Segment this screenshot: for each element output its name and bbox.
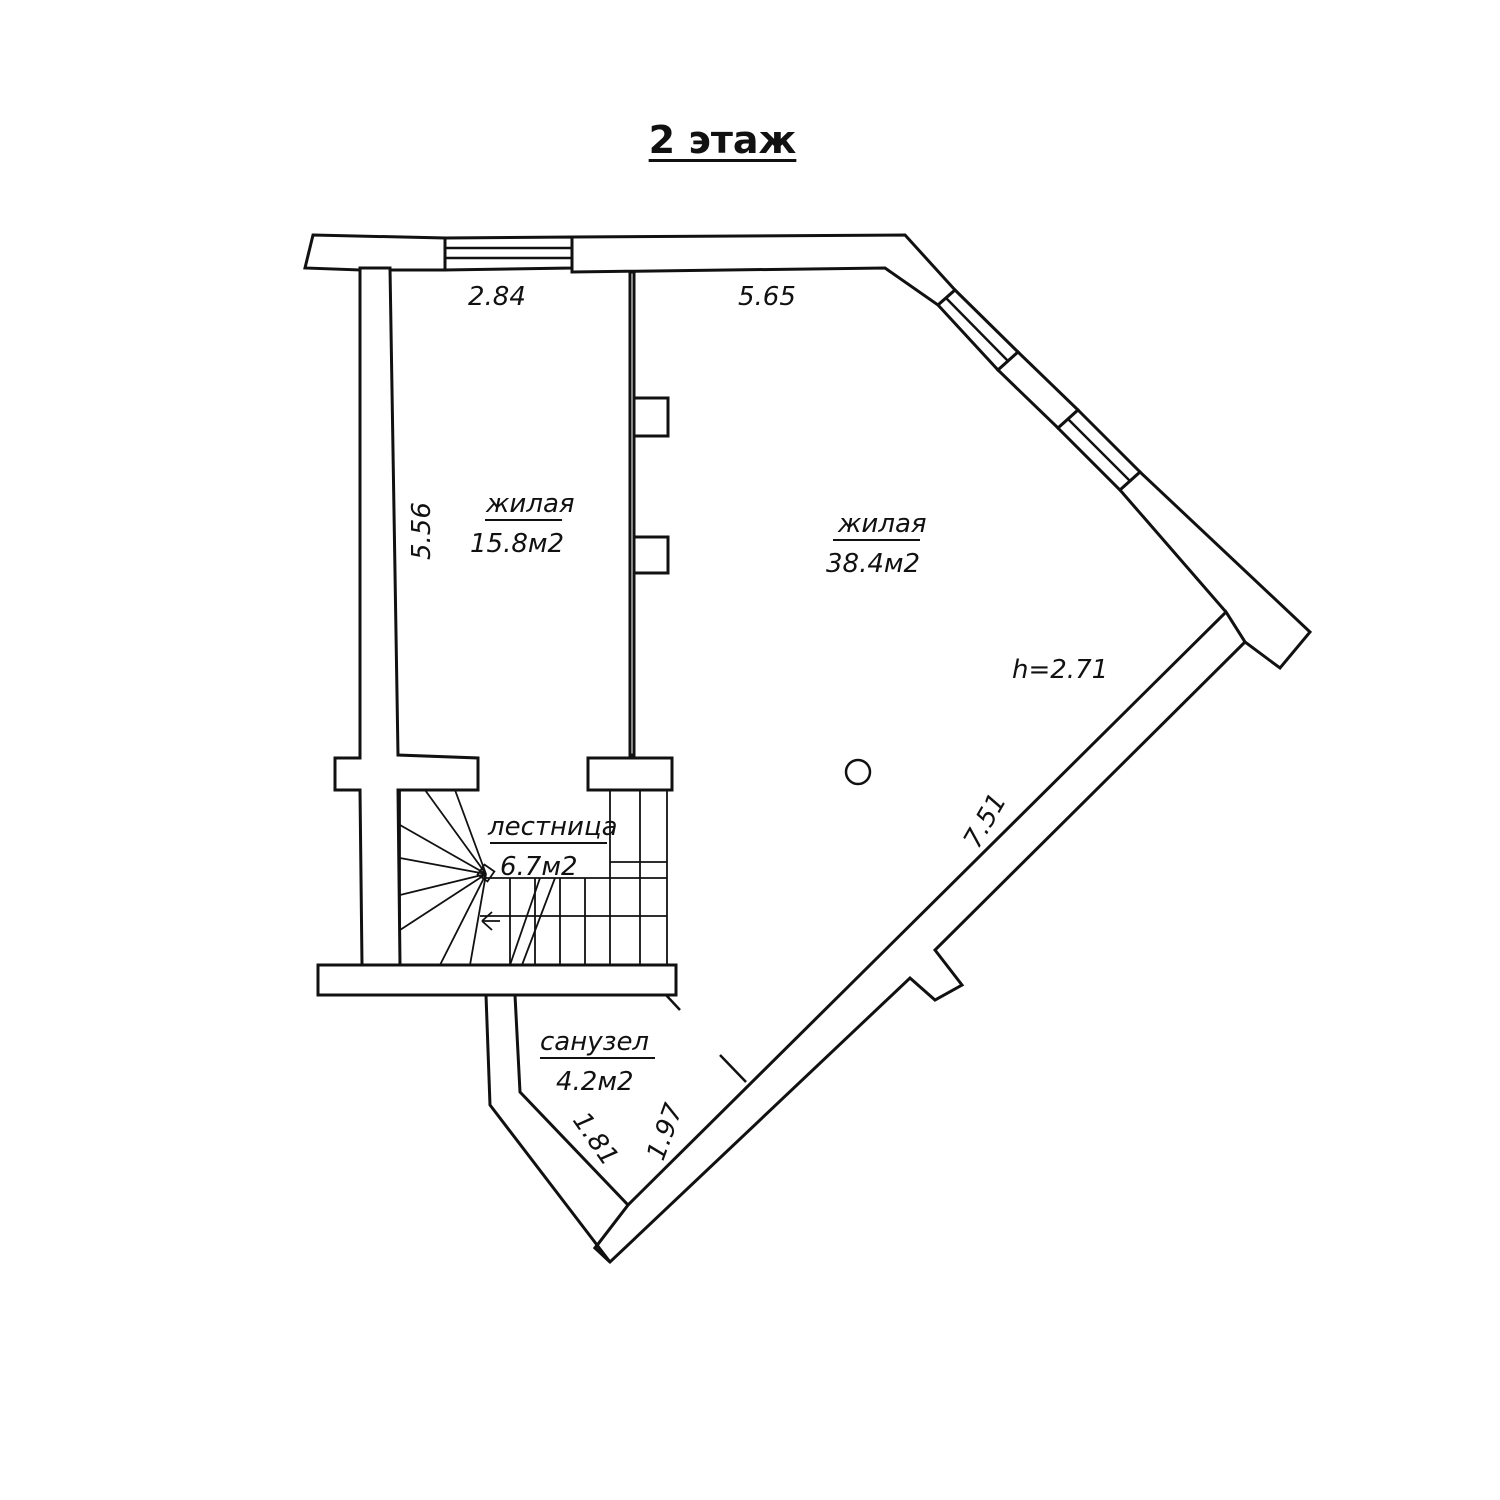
dimension-label: 2.84	[468, 282, 526, 312]
column-icon	[844, 758, 872, 786]
room-area: 38.4м2	[826, 549, 920, 579]
room-name: жилая	[485, 489, 575, 519]
dimension-label: 5.56	[407, 502, 437, 560]
staircase	[399, 789, 668, 966]
wall-diagonal-pier	[995, 349, 1081, 431]
wall-partition	[628, 270, 636, 757]
wall-top-left	[303, 233, 447, 272]
room-area: 4.2м2	[556, 1067, 634, 1097]
floor-title: 2 этаж	[648, 118, 797, 162]
room-name: жилая	[837, 509, 927, 539]
wall-stair-right	[586, 756, 674, 792]
room-name: санузел	[540, 1027, 649, 1057]
door-stub	[719, 1054, 747, 1083]
dimension-label: 5.65	[738, 282, 796, 312]
room-name: лестница	[487, 812, 618, 842]
window-diagonal-line	[1067, 418, 1131, 482]
window-diagonal-line	[945, 297, 1009, 362]
wall-bath-left	[484, 993, 630, 1264]
wall-bottom	[316, 963, 678, 997]
ceiling-height-label: h=2.71	[1012, 655, 1108, 685]
wall-diagonal-lower	[592, 609, 1247, 1265]
door-stub	[665, 994, 681, 1011]
window-top	[443, 235, 574, 272]
wall-niche	[632, 535, 670, 575]
wall-left	[333, 266, 480, 967]
wall-niche	[632, 396, 670, 438]
room-area: 6.7м2	[500, 852, 578, 882]
room-area: 15.8м2	[470, 529, 564, 559]
